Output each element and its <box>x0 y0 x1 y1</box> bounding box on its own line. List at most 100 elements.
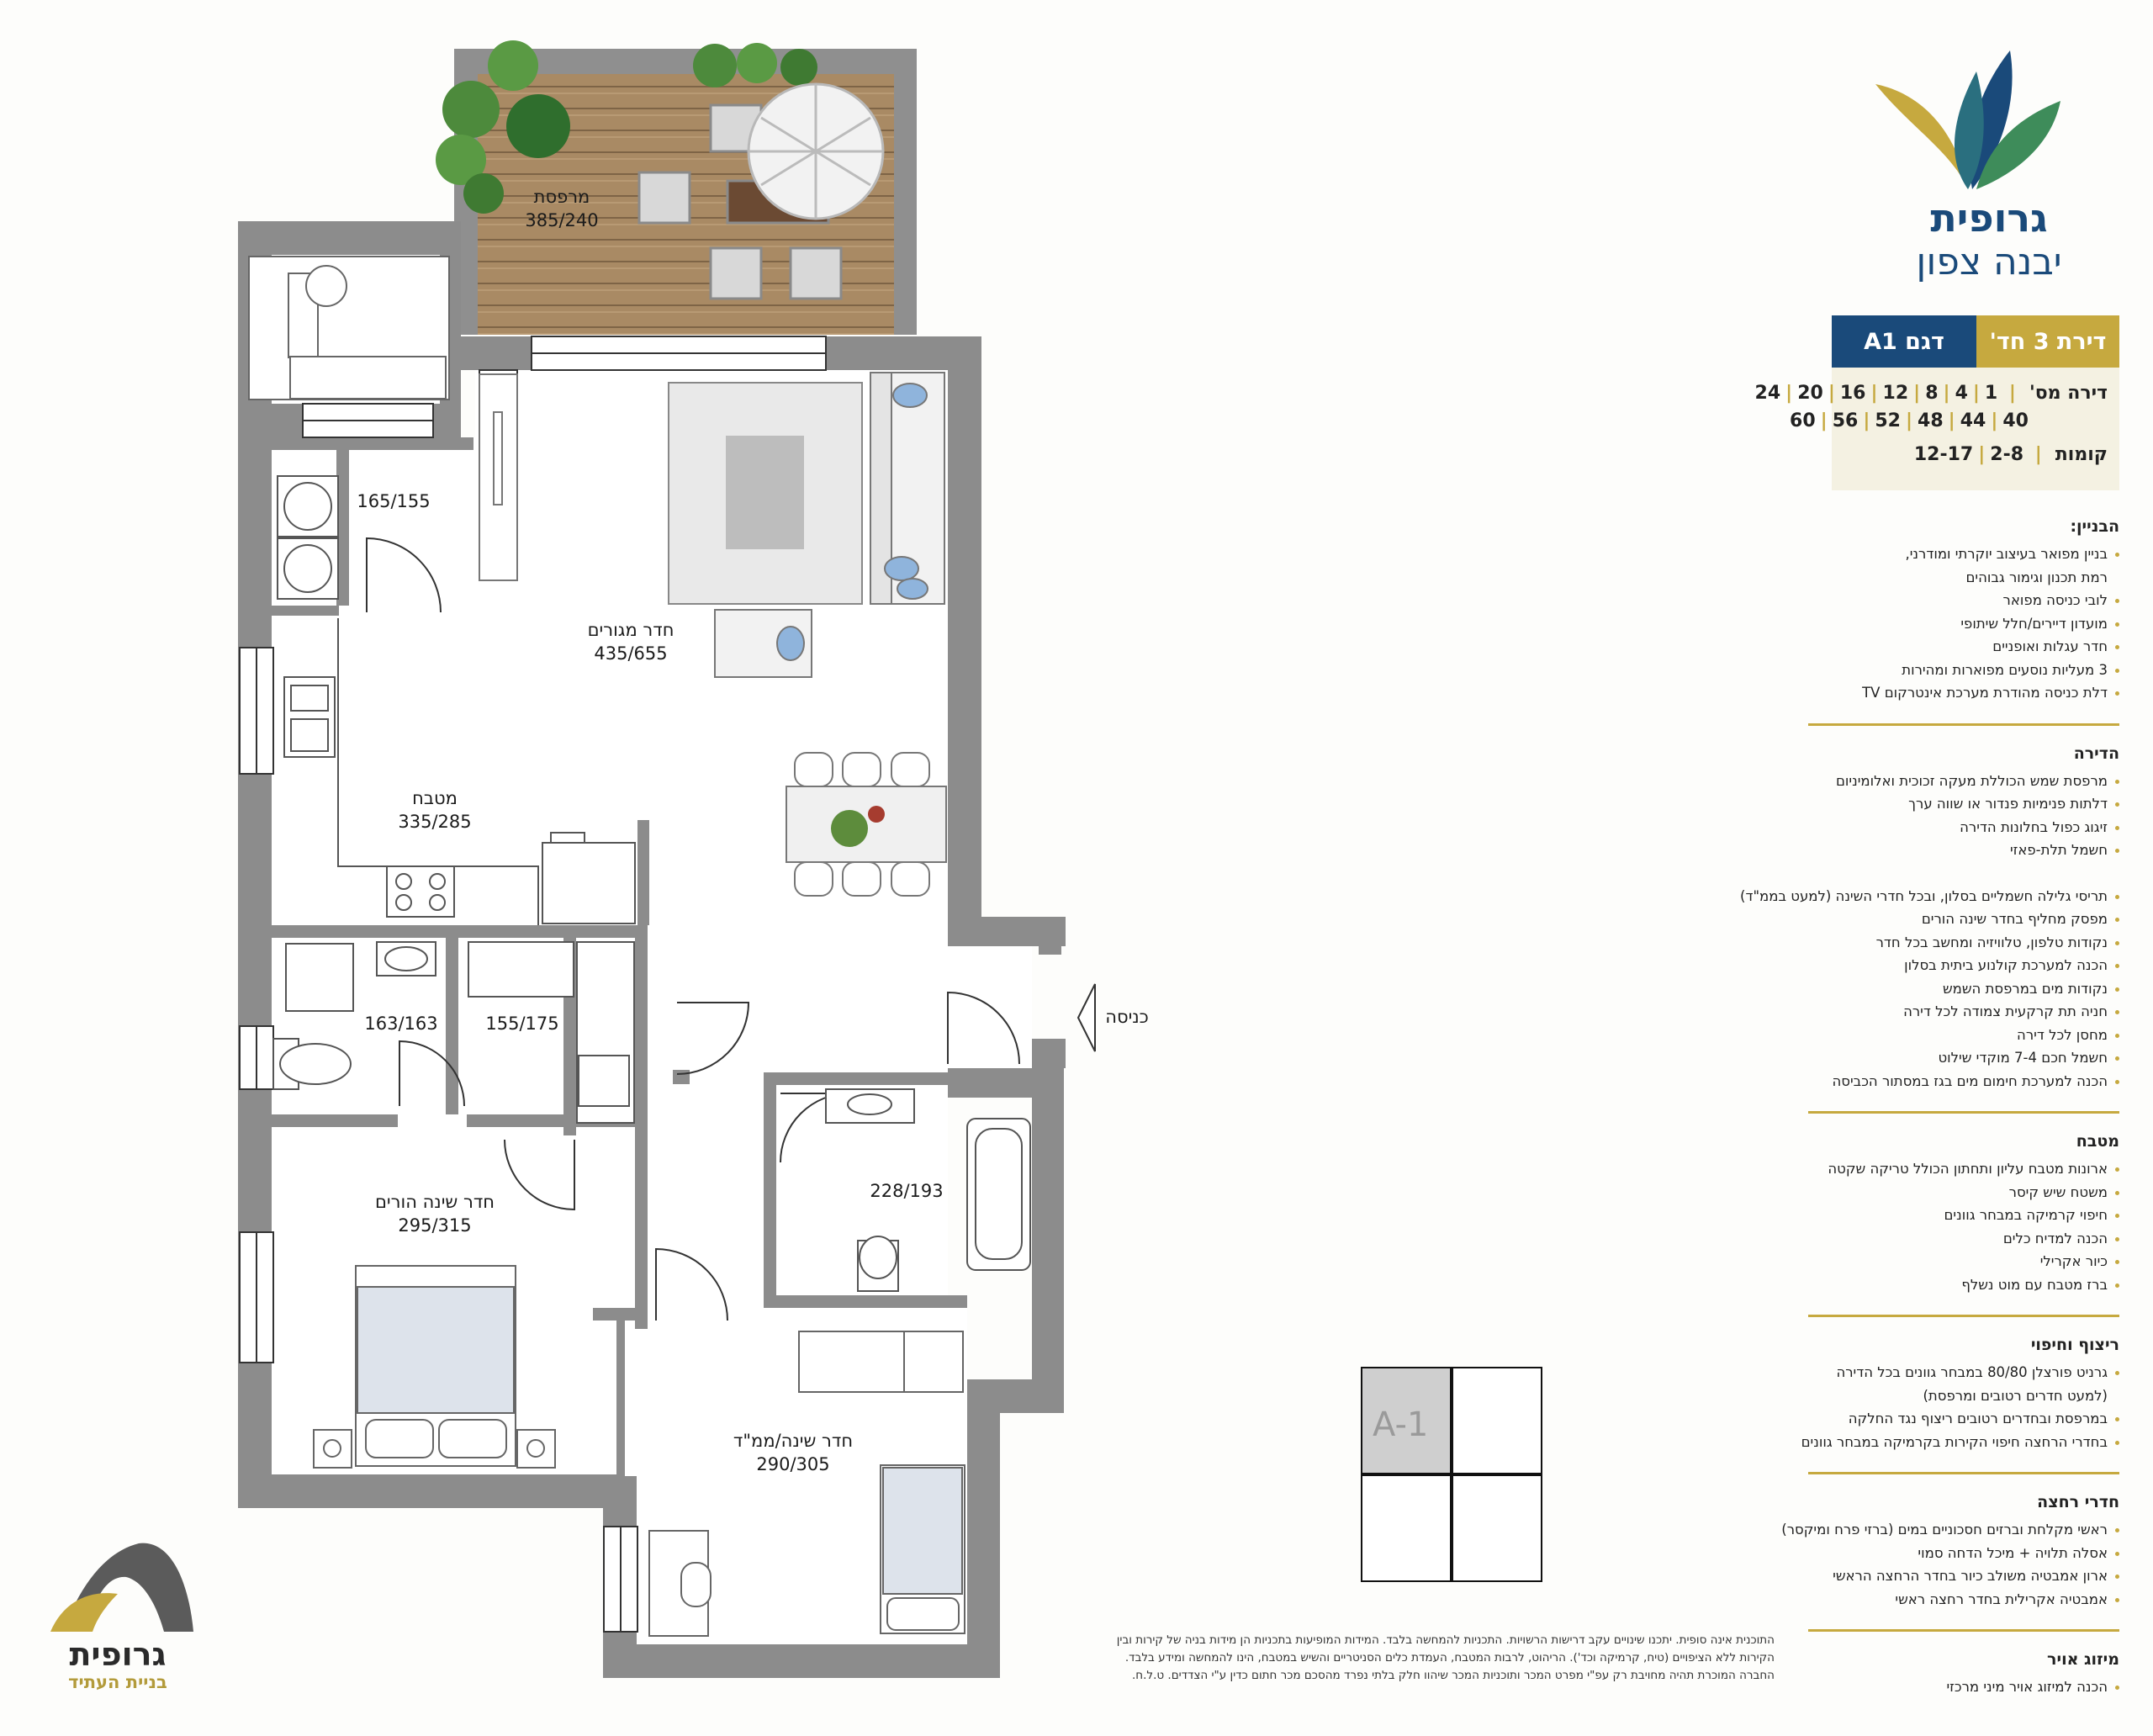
spec-item: דלתות פנימיות פנדור או שווה ערך <box>1808 792 2119 816</box>
room-name: מרפסת <box>533 187 590 207</box>
spec-item: גרניט פורצלן 80/80 במבחר גוונים בכל הדיר… <box>1808 1361 2119 1384</box>
key-plan-label: A-1 <box>1373 1405 1429 1444</box>
spec-section: הבניין:בניין מפואר בעיצוב יוקרתי ומודרני… <box>1808 517 2119 726</box>
room-dims: 290/305 <box>756 1454 830 1474</box>
spec-item: לובי כניסה מפואר <box>1808 589 2119 612</box>
storage-icon <box>248 256 450 400</box>
apartment-numbers-row: דירה מס'| 24|20|16|12|8|4|1 <box>1754 383 2108 404</box>
spec-item: חדר עגלות ואופניים <box>1808 635 2119 659</box>
room-label-bath: 228/193 <box>870 1179 943 1203</box>
room-name: חדר מגורים <box>587 620 674 640</box>
spec-item: ברז מטבח עם מוט נשלף <box>1808 1273 2119 1297</box>
spec-item: בחדרי הרחצה חיפוי הקירות בקרמיקה במבחר ג… <box>1801 1431 2119 1454</box>
rug-icon <box>668 382 863 605</box>
room-label-mamad: חדר שינה/ממ"ד 290/305 <box>733 1429 853 1476</box>
disclaimer: התוכנית אינה סופית. יתכנו שינויים עקב דר… <box>1110 1632 1775 1685</box>
model-card: דירת 3 חד' דגם A1 דירה מס'| 24|20|16|12|… <box>1755 315 2119 490</box>
armchair-icon <box>714 609 812 678</box>
key-plan-cell <box>1452 1474 1542 1582</box>
spec-item: הכנה למיזוג אויר מיני מרכזי <box>1808 1675 2119 1699</box>
patio-furniture-icon <box>637 82 885 300</box>
apartment-label: דירה מס' <box>2029 383 2108 404</box>
value: 52 <box>1875 410 1901 431</box>
spec-item: תריסי גלילה חשמליים בסלון, ובכל חדרי השי… <box>1740 885 2119 908</box>
room-label-closet: 155/175 <box>485 1012 558 1035</box>
key-plan-cell-active: A-1 <box>1361 1367 1452 1474</box>
cooktop-icon <box>386 865 455 918</box>
spec-gap <box>1808 862 2119 885</box>
room-name: כניסה <box>1105 1007 1149 1027</box>
room-dims: 163/163 <box>364 1014 438 1034</box>
value: 56 <box>1832 410 1859 431</box>
value: 20 <box>1797 383 1823 404</box>
sofa-icon <box>870 372 945 605</box>
apartment-numbers: 60|56|52|48|44|40 <box>1790 410 2029 431</box>
value: 40 <box>2002 410 2029 431</box>
spec-title: הבניין: <box>2070 517 2119 536</box>
bottom-logo-tagline: בניית העתיד <box>68 1672 167 1692</box>
spec-item: נקודות מים במרפסת השמש <box>1808 977 2119 1001</box>
spec-item: משטח שיש קיסר <box>1808 1181 2119 1204</box>
room-label-balcony: מרפסת 385/240 <box>525 185 598 232</box>
spec-item: חיפוי קרמיקה במבחר גוונים <box>1808 1204 2119 1227</box>
spec-item: דלת כניסה מהודרת מערכת אינטרקום TV <box>1808 681 2119 705</box>
kitchen-sink-icon <box>283 676 336 758</box>
model-header: דירת 3 חד' דגם A1 <box>1832 315 2119 368</box>
spec-item: חשמל תלת-פאזי <box>1808 839 2119 862</box>
spec-item: זיגוג כפול בחלונות הדירה <box>1808 816 2119 839</box>
spec-title: מיזוג אויר <box>2047 1650 2119 1669</box>
room-dims: 385/240 <box>525 210 599 230</box>
spec-item: (למעט חדרים רטובים ומרפסת) <box>1923 1387 2108 1404</box>
room-name: מטבח <box>412 788 458 808</box>
value: 16 <box>1839 383 1866 404</box>
room-label-wc: 163/163 <box>364 1012 437 1035</box>
room-dims: 155/175 <box>485 1014 559 1034</box>
value: 48 <box>1918 410 1944 431</box>
spec-item: הכנה למערכת קולנוע ביתית בסלון <box>1808 954 2119 977</box>
room-name: חדר שינה הורים <box>374 1192 495 1212</box>
spec-item: מרפסת שמש הכוללת מעקה זכוכית ואלומיניום <box>1808 770 2119 793</box>
disclaimer-line: התוכנית אינה סופית. יתכנו שינויים עקב דר… <box>1116 1633 1775 1647</box>
spec-item: מחסן לכל דירה <box>1808 1024 2119 1047</box>
doors <box>366 537 1096 1321</box>
spec-item: אמבטיה אקרילית בחדר רחצה ראשי <box>1808 1588 2119 1612</box>
room-dims: 435/655 <box>594 643 668 664</box>
spec-item: 3 מעליות נוסעים מפוארות ומהירות <box>1808 659 2119 682</box>
groupit-logo-icon <box>1875 50 2060 189</box>
spec-item: כיור אקרילי <box>1808 1250 2119 1273</box>
value: 2-8 <box>1990 444 2024 465</box>
value: 44 <box>1960 410 1986 431</box>
plant-icon <box>436 40 817 214</box>
spec-title: חדרי רחצה <box>2037 1493 2119 1511</box>
fridge-icon <box>542 832 636 924</box>
room-label-master: חדר שינה הורים 295/315 <box>375 1190 495 1237</box>
value: 12 <box>1882 383 1909 404</box>
tv-unit-icon <box>479 373 518 581</box>
room-dims: 228/193 <box>870 1181 944 1201</box>
room-label-living: חדר מגורים 435/655 <box>588 618 674 665</box>
key-plan-cell <box>1361 1474 1452 1582</box>
spec-title: הדירה <box>2073 744 2119 763</box>
floors-label: קומות <box>2055 444 2108 465</box>
spec-item: מועדון דיירים/חלל שיתופי <box>1808 612 2119 636</box>
wardrobe-icon <box>798 1331 964 1393</box>
spec-item: הכנה למדיח כלים <box>1808 1227 2119 1251</box>
wc-icon <box>272 941 436 1090</box>
spec-item: במרפסת ובחדרים רטובים ריצוף נגד החלקה <box>1808 1407 2119 1431</box>
value: 12-17 <box>1913 444 1974 465</box>
value: 4 <box>1955 383 1968 404</box>
groupit-bottom-logo-icon <box>50 1543 193 1632</box>
spec-item: אסלה תלויה + מיכל הדחה סמוי <box>1808 1542 2119 1565</box>
spec-title: מטבח <box>2076 1132 2119 1151</box>
brand-name: גרופית <box>1930 195 2048 241</box>
spec-item: חניה תת קרקעית צמודה לכל דירה <box>1808 1000 2119 1024</box>
spec-item: הכנה למערכת חימום מים בגז במסתור הכביסה <box>1808 1070 2119 1093</box>
key-plan: A-1 <box>1361 1367 1544 1584</box>
room-label-kitchen: מטבח 335/285 <box>398 786 471 834</box>
spec-item: ארון אמבטיה משולב כיור בחדר הרחצה הראשי <box>1808 1564 2119 1588</box>
double-bed-icon <box>313 1265 556 1469</box>
model-title: דירת 3 חד' <box>1976 315 2119 368</box>
floors-values: 12-17|2-8 <box>1913 444 2024 465</box>
